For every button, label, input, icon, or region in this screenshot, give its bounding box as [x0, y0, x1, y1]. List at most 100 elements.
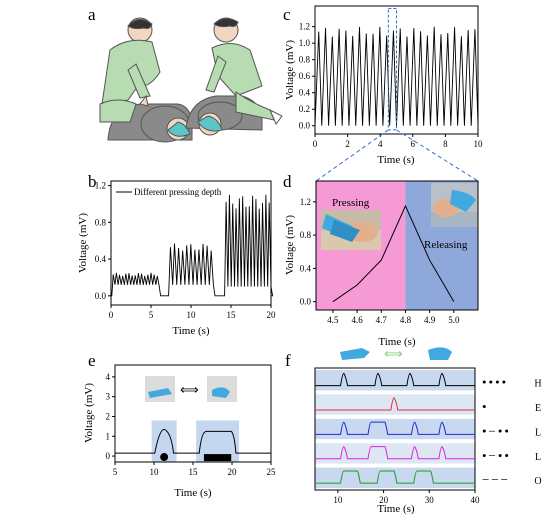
ylabel-c: Voltage (mV) [284, 40, 296, 100]
d-ytick-label: 1.2 [300, 197, 311, 207]
series-line-o [315, 470, 475, 484]
b-xtick-label: 0 [109, 310, 114, 320]
d-ytick-label: 0.8 [300, 230, 312, 240]
c-xtick-label: 0 [313, 139, 318, 149]
e-ytick-label: 4 [106, 372, 111, 382]
plot-frame-d [315, 180, 479, 311]
row-band [315, 443, 475, 464]
b-ytick-label: 1.2 [95, 181, 106, 191]
photo-hand-open [145, 376, 175, 402]
c-xtick-label: 8 [443, 139, 448, 149]
ylabel-b: Voltage (mV) [77, 213, 89, 273]
morse-code: •−•• [482, 448, 511, 463]
region-label-releasing: Releasing [424, 239, 468, 251]
c-ytick-label: 0.2 [299, 104, 310, 114]
f-xtick-label: 30 [425, 495, 435, 505]
c-xtick-label: 2 [345, 139, 350, 149]
b-xtick-label: 10 [187, 310, 197, 320]
panel-label-a: a [88, 5, 96, 24]
series-line-l [315, 446, 475, 460]
photo-releasing [431, 183, 478, 227]
hand-closed-icon [428, 347, 452, 360]
plot-frame-e [114, 364, 272, 463]
b-xtick-label: 5 [149, 310, 154, 320]
c-ytick-label: 1.0 [299, 38, 311, 48]
series-line-e [315, 397, 475, 411]
b-xtick-label: 15 [227, 310, 237, 320]
row-bands-f [315, 370, 475, 488]
e-xtick-label: 25 [267, 467, 277, 477]
morse-code: −−− [482, 472, 510, 487]
c-xtick-label: 6 [411, 139, 416, 149]
e-ytick-label: 0 [106, 451, 111, 461]
cpr-illustration [99, 17, 283, 143]
row-band [315, 394, 475, 415]
morse-letter: H [534, 379, 541, 390]
e-ytick-label: 2 [106, 411, 111, 421]
ylabel-e: Voltage (mV) [83, 383, 95, 443]
panel-label-b: b [88, 172, 97, 191]
zoom-line-right [396, 129, 479, 182]
ticks-f: 10 20 30 40 [333, 490, 480, 505]
photo-hand-closed [207, 376, 237, 402]
b-ytick-label: 0.0 [95, 291, 107, 301]
photo-pressing [321, 210, 381, 250]
e-xtick-label: 10 [150, 467, 160, 477]
xlabel-c: Time (s) [377, 154, 415, 166]
morse-letter: L [535, 452, 541, 463]
morse-codes-f: ••••H•E•−••L•−••L−−−O [482, 375, 542, 488]
c-ytick-label: 0.4 [299, 88, 311, 98]
d-xtick-label: 4.9 [424, 315, 436, 325]
e-ytick-label: 3 [106, 392, 111, 402]
f-xtick-label: 40 [471, 495, 481, 505]
d-xtick-label: 4.8 [400, 315, 412, 325]
morse-dash-symbol [203, 454, 232, 462]
series-line-h [315, 372, 475, 387]
d-ytick-label: 0.0 [300, 297, 312, 307]
xlabel-d: Time (s) [378, 336, 416, 348]
ylabel-d: Voltage (mV) [284, 215, 296, 275]
region-label-pressing: Pressing [332, 197, 370, 209]
d-ytick-label: 0.4 [300, 263, 312, 273]
morse-dot-symbol [160, 453, 169, 462]
panel-label-f: f [285, 351, 291, 370]
plot-frame-c [314, 5, 479, 135]
xlabel-e: Time (s) [174, 487, 212, 499]
panel-label-d: d [283, 172, 292, 191]
series-line-b [111, 194, 274, 297]
c-xtick-label: 4 [378, 139, 383, 149]
e-xtick-label: 20 [228, 467, 238, 477]
panel-label-c: c [283, 5, 291, 24]
morse-code: • [482, 399, 489, 414]
f-xtick-label: 20 [379, 495, 389, 505]
morse-code: •••• [482, 375, 508, 390]
b-ytick-label: 0.4 [95, 254, 107, 264]
morse-letter: L [535, 427, 541, 438]
f-xtick-label: 10 [333, 495, 343, 505]
xlabel-f: Time (s) [377, 503, 415, 515]
c-ytick-label: 0.6 [299, 71, 311, 81]
xlabel-b: Time (s) [172, 325, 210, 337]
legend-label-b: Different pressing depth [134, 187, 222, 197]
series-line-e [115, 428, 271, 454]
morse-letter: E [535, 403, 541, 414]
row-band [315, 418, 475, 440]
zoom-line-left [315, 129, 389, 182]
e-xtick-label: 5 [113, 467, 118, 477]
c-ytick-label: 0.8 [299, 55, 311, 65]
double-arrow-e: ⟺ [180, 382, 199, 397]
hand-open-icon [340, 348, 370, 360]
e-xtick-label: 15 [189, 467, 199, 477]
c-ytick-label: 0.0 [299, 121, 311, 131]
b-xtick-label: 20 [267, 310, 277, 320]
